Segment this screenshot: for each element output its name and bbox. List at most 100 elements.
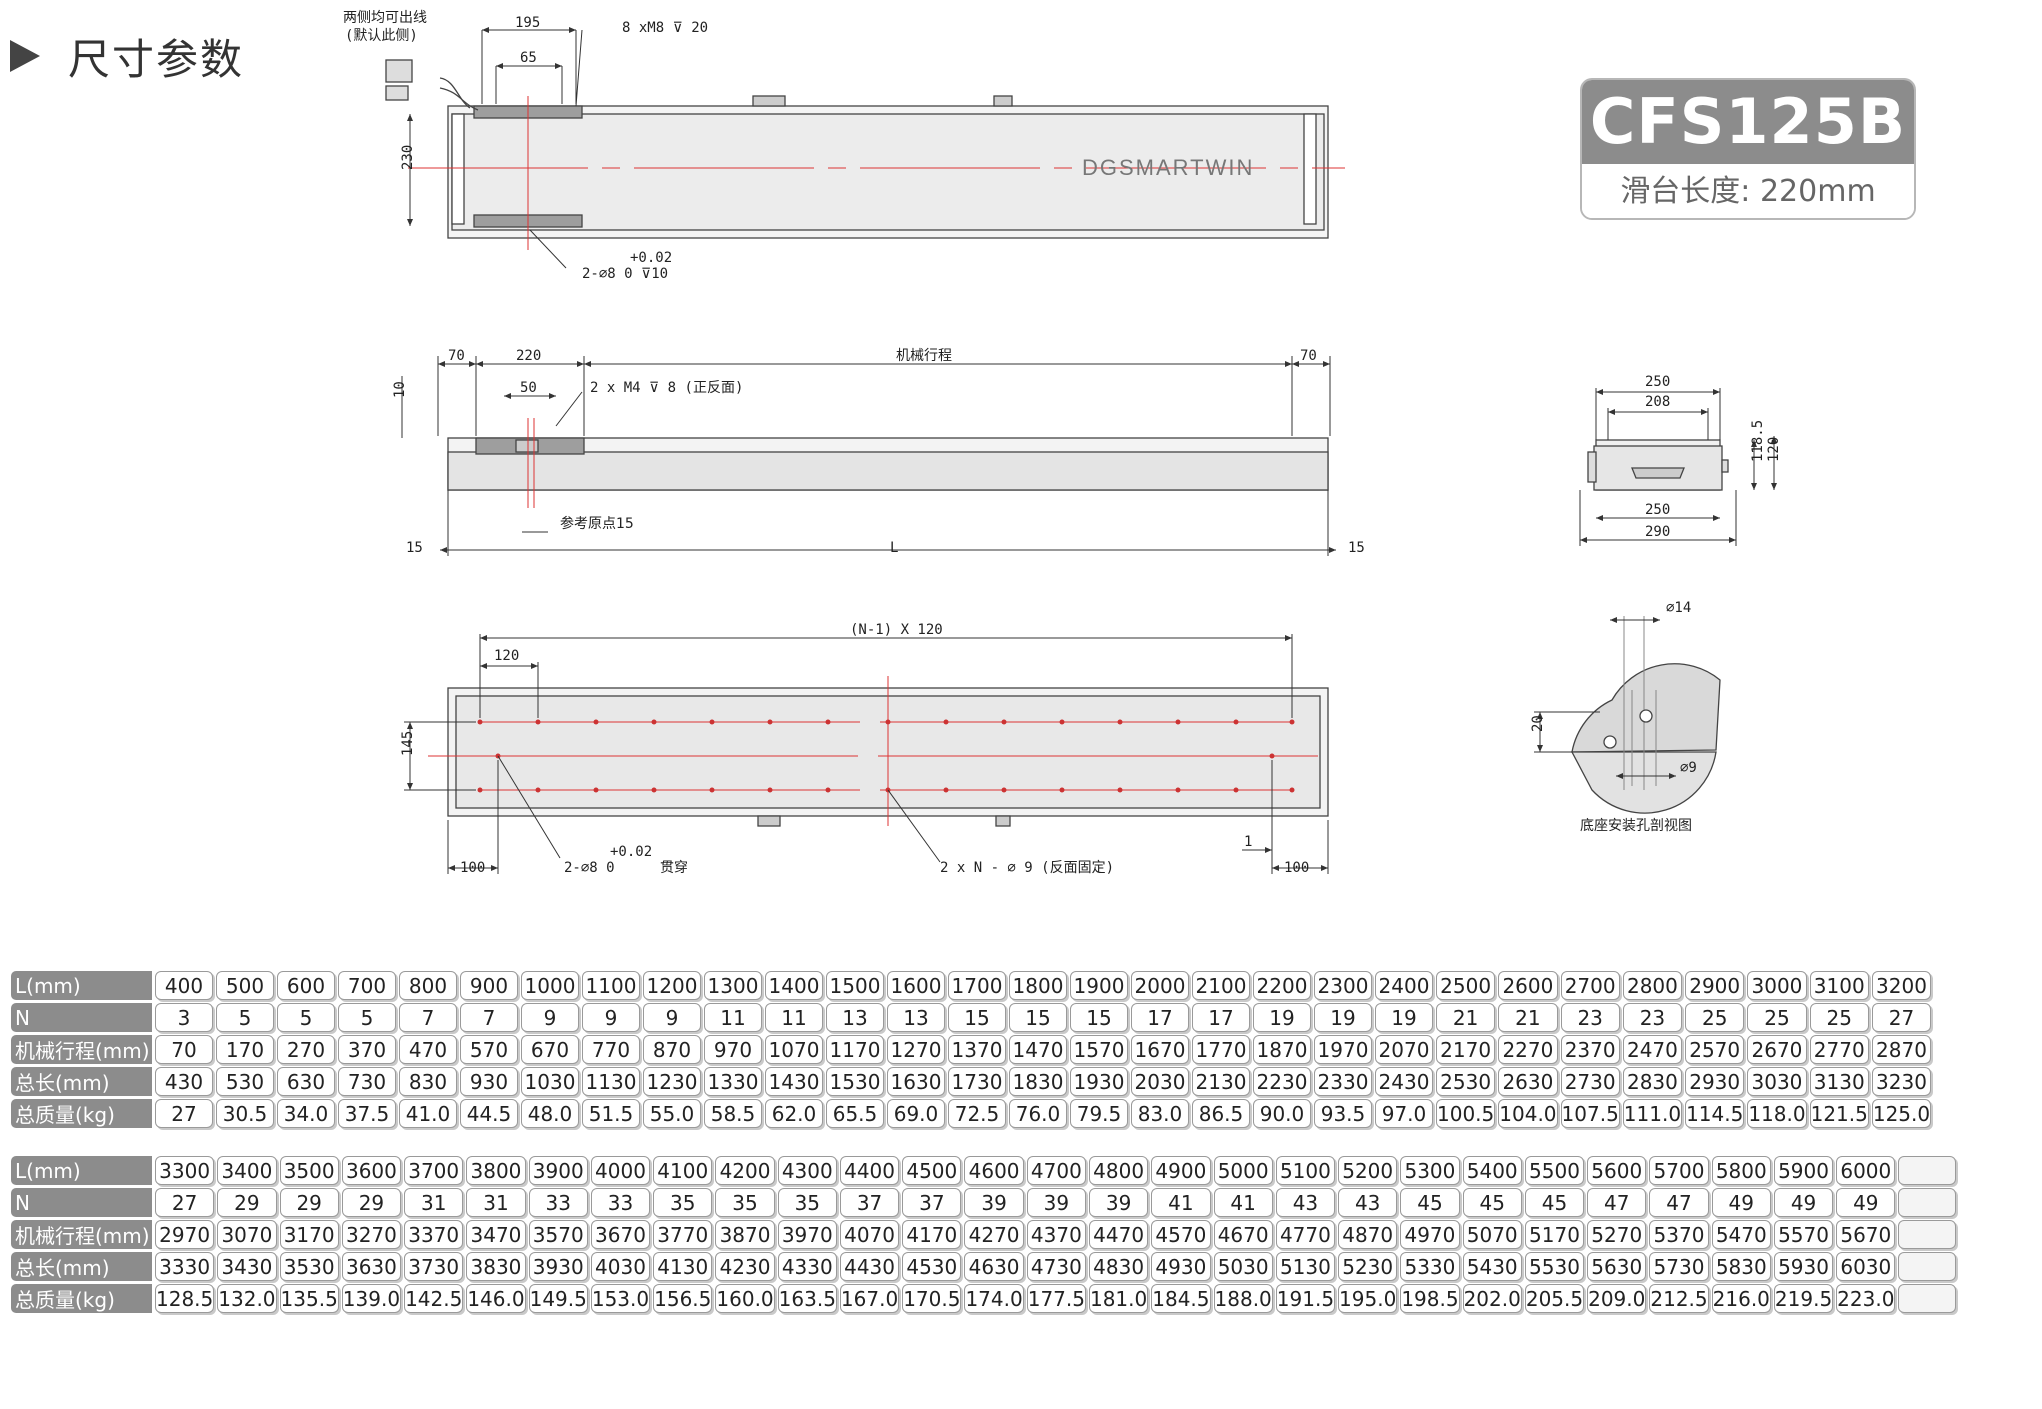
table-cell: 830	[399, 1067, 457, 1096]
table-cell: 79.5	[1070, 1099, 1128, 1128]
svg-text:195: 195	[515, 15, 540, 31]
table-cell: 400	[155, 971, 213, 1000]
svg-text:65: 65	[520, 50, 537, 66]
table-cell: 2300	[1314, 971, 1372, 1000]
side-view	[447, 418, 1329, 508]
table-cell: 1100	[582, 971, 640, 1000]
table-cell: 107.5	[1560, 1099, 1620, 1128]
table-cell: 111.0	[1622, 1099, 1683, 1128]
table-cell: 41.0	[399, 1099, 457, 1128]
table-cell: 3000	[1747, 971, 1807, 1000]
table-cell: 9	[521, 1003, 579, 1032]
svg-text:机械行程: 机械行程	[896, 348, 952, 364]
table-cell: 33	[590, 1188, 651, 1217]
table-cell: 1900	[1070, 971, 1128, 1000]
model-subtitle: 滑台长度: 220mm	[1582, 164, 1914, 218]
table-cell: 5330	[1400, 1252, 1460, 1281]
table-cell: 970	[704, 1035, 762, 1064]
table-cell: 2770	[1809, 1035, 1869, 1064]
table-cell: 1930	[1070, 1067, 1128, 1096]
table-cell: 41	[1151, 1188, 1211, 1217]
table-cell: 3130	[1809, 1067, 1869, 1096]
table-cell: 44.5	[460, 1099, 518, 1128]
table-cell: 5930	[1773, 1252, 1834, 1281]
table-cell: 195.0	[1338, 1284, 1398, 1313]
table-cell: 2030	[1131, 1067, 1189, 1096]
table-cell: 5630	[1587, 1252, 1647, 1281]
table-cell: 216.0	[1711, 1284, 1771, 1313]
table-cell: 1400	[765, 971, 823, 1000]
table-cell: 1830	[1009, 1067, 1067, 1096]
table-cell: 3430	[217, 1252, 277, 1281]
table-cell: 5470	[1711, 1220, 1771, 1249]
table-cell: 30.5	[216, 1099, 274, 1128]
table-cell: 630	[277, 1067, 335, 1096]
table-cell: 1600	[887, 971, 945, 1000]
table-cell: 4330	[777, 1252, 837, 1281]
svg-text:∅9: ∅9	[1680, 760, 1697, 776]
table-cell: 1700	[948, 971, 1006, 1000]
svg-text:8 xM8 ⊽ 20: 8 xM8 ⊽ 20	[622, 20, 708, 36]
table-cell: 146.0	[466, 1284, 526, 1313]
table-cell: 3670	[590, 1220, 651, 1249]
table-cell: 35	[715, 1188, 775, 1217]
table-cell: 29	[217, 1188, 277, 1217]
svg-text:20: 20	[1530, 715, 1546, 732]
svg-text:2 x N - ∅ 9 (反面固定): 2 x N - ∅ 9 (反面固定)	[940, 860, 1114, 876]
table-cell: 4800	[1088, 1156, 1149, 1185]
table-cell: 5030	[1213, 1252, 1273, 1281]
table-cell: 209.0	[1587, 1284, 1647, 1313]
table-cell: 5800	[1711, 1156, 1771, 1185]
table-cell: 104.0	[1498, 1099, 1558, 1128]
table-cell: 1230	[643, 1067, 701, 1096]
side-view-labels: 70 220 机械行程 70 10 50 2 x M4 ⊽ 8 (正反面) 参考…	[392, 348, 1365, 556]
table-cell: 125.0	[1871, 1099, 1932, 1128]
table-cell: 7	[399, 1003, 457, 1032]
top-view-dimensions	[407, 27, 583, 269]
top-view	[385, 59, 1345, 250]
table-cell: 530	[216, 1067, 274, 1096]
table-cell: 4230	[715, 1252, 775, 1281]
table-cell: 3530	[279, 1252, 339, 1281]
table-cell: 2470	[1622, 1035, 1683, 1064]
table-cell: 2870	[1871, 1035, 1932, 1064]
table-cell: 2600	[1498, 971, 1558, 1000]
table-cell: 270	[277, 1035, 335, 1064]
end-view	[1587, 439, 1729, 491]
table-cell: 3200	[1871, 971, 1932, 1000]
end-view-dimensions	[1579, 388, 1777, 546]
table-cell: 3070	[217, 1220, 277, 1249]
table-cell: 5700	[1649, 1156, 1709, 1185]
table-cell: 1430	[765, 1067, 823, 1096]
table-cell: 31	[466, 1188, 526, 1217]
row-header: L(mm)	[11, 971, 152, 1000]
bottom-view	[428, 676, 1340, 827]
table-cell: 5370	[1649, 1220, 1709, 1249]
table-cell: 3730	[404, 1252, 464, 1281]
row-header: N	[11, 1188, 152, 1217]
table-cell: 45	[1400, 1188, 1460, 1217]
table-cell: 39	[1088, 1188, 1149, 1217]
table-cell: 5070	[1462, 1220, 1522, 1249]
table-cell: 700	[338, 971, 396, 1000]
table-cell: 3	[155, 1003, 213, 1032]
table-cell: 800	[399, 971, 457, 1000]
table-cell: 2630	[1498, 1067, 1558, 1096]
table-cell: 4830	[1088, 1252, 1149, 1281]
table-cell: 2670	[1747, 1035, 1807, 1064]
table-cell: 58.5	[704, 1099, 762, 1128]
table-cell: 1270	[887, 1035, 945, 1064]
table-cell: 5600	[1587, 1156, 1647, 1185]
svg-text:底座安装孔剖视图: 底座安装孔剖视图	[1580, 818, 1692, 834]
table-cell: 3970	[777, 1220, 837, 1249]
table-cell: 4370	[1026, 1220, 1086, 1249]
svg-text:290: 290	[1645, 524, 1670, 540]
table-cell	[1898, 1220, 1957, 1249]
table-cell: 198.5	[1400, 1284, 1460, 1313]
table-cell: 47	[1587, 1188, 1647, 1217]
table-cell: 2170	[1436, 1035, 1496, 1064]
